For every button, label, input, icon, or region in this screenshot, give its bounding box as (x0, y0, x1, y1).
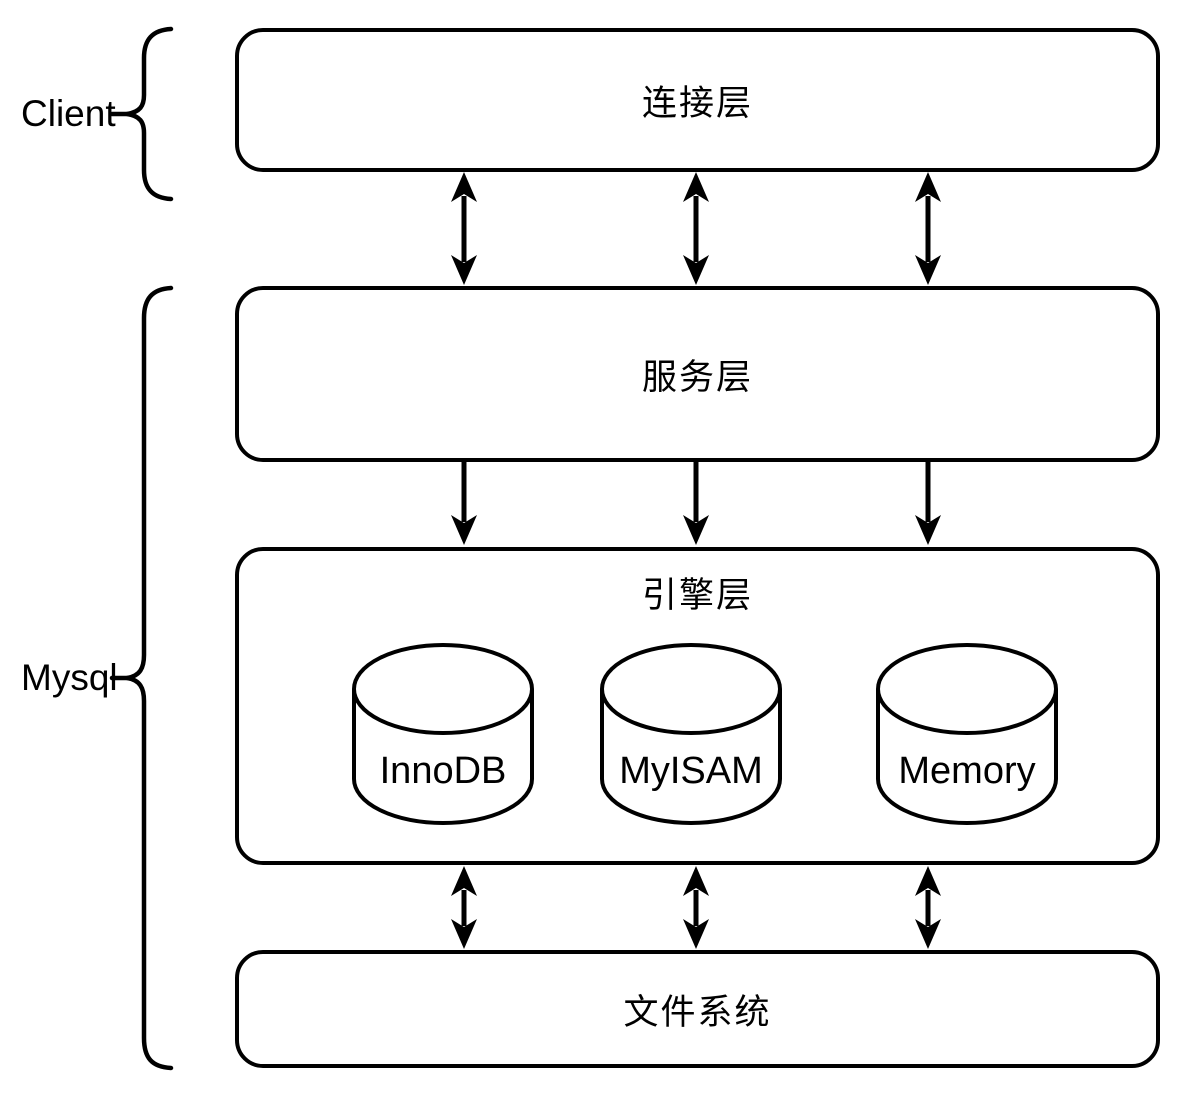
service-layer-box: 服务层 (235, 286, 1160, 462)
client-brace (109, 26, 174, 202)
double-arrow-connection-service-3 (915, 172, 941, 285)
double-arrow-engine-filesystem-1 (451, 866, 477, 949)
memory-label: Memory (898, 750, 1036, 792)
down-arrow-service-engine-3 (915, 461, 941, 545)
service-layer-label: 服务层 (641, 357, 753, 397)
engine-layer-label: 引擎层 (641, 576, 753, 615)
mysql-brace (109, 285, 174, 1071)
filesystem-box: 文件系统 (235, 950, 1160, 1068)
down-arrow-service-engine-2 (683, 461, 709, 545)
double-arrow-engine-filesystem-2 (683, 866, 709, 949)
engine-layer-box: 引擎层 (235, 547, 1160, 865)
double-arrow-connection-service-1 (451, 172, 477, 285)
client-group-label: Client (21, 93, 116, 134)
double-arrow-engine-filesystem-3 (915, 866, 941, 949)
myisam-label: MyISAM (619, 750, 763, 792)
innodb-label: InnoDB (379, 750, 507, 792)
connection-layer-box: 连接层 (235, 28, 1160, 172)
down-arrow-service-engine-1 (451, 461, 477, 545)
filesystem-label: 文件系统 (623, 992, 772, 1032)
mysql-group-label: Mysql (21, 657, 118, 698)
double-arrow-connection-service-2 (683, 172, 709, 285)
connection-layer-label: 连接层 (641, 83, 753, 123)
